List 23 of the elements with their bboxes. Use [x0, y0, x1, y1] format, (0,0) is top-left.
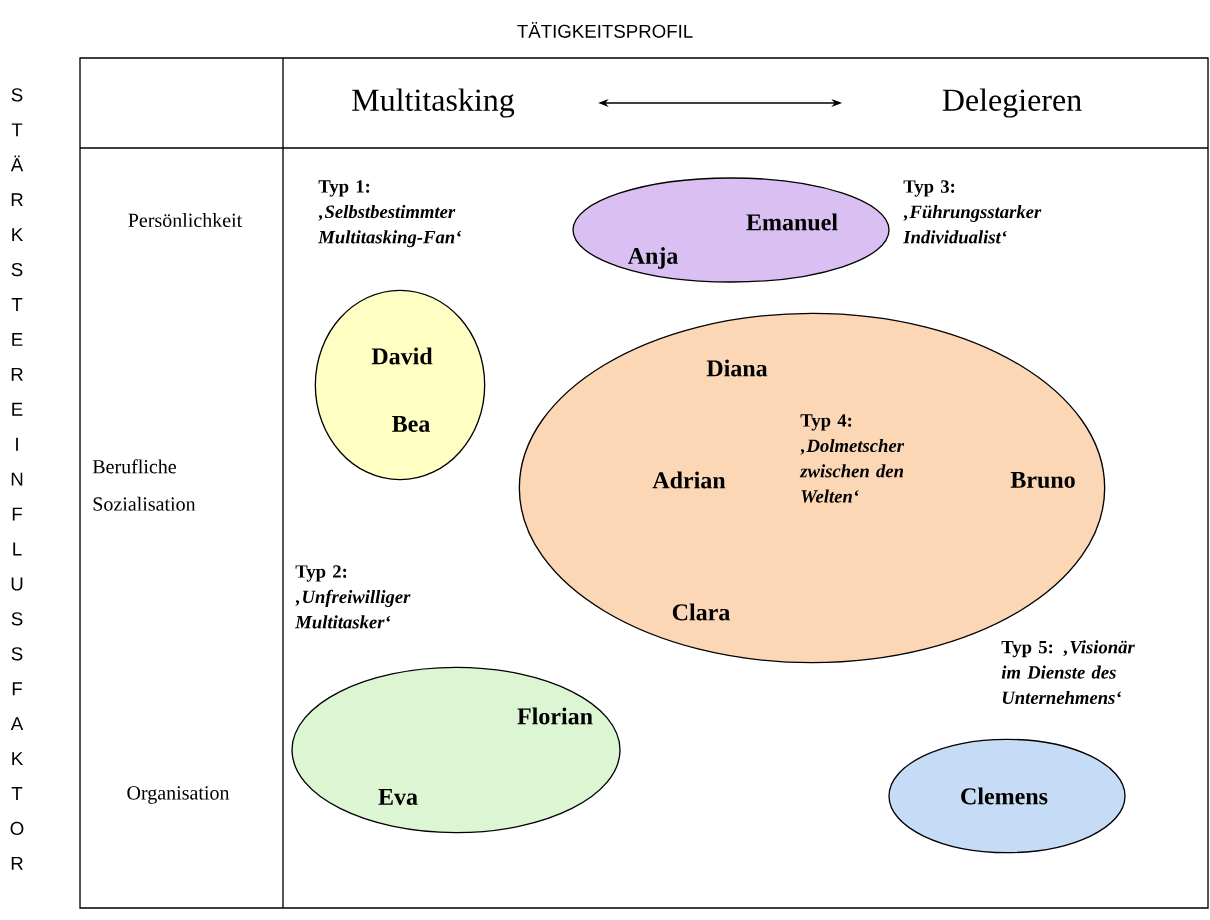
person-name: Emanuel [746, 213, 838, 231]
person-name: Diana [706, 359, 768, 377]
person-name: Eva [378, 789, 418, 805]
type-label: Typ 5: ‚Visionär im Dienste des Unternehmens‘ [1001, 640, 1135, 705]
column-header: Multitasking [352, 88, 515, 118]
type-label: Typ 4: ‚Dolmetscher zwischen den Welten‘ [799, 414, 905, 503]
vertical-axis-title: STÄRKSTER EINFLUSSFAKTOR [10, 88, 24, 870]
row-label: Organisation [127, 786, 230, 804]
row-label: Persönlichkeit [128, 212, 243, 228]
person-name: Bea [392, 416, 430, 432]
type-label: Typ 2: ‚Unfreiwilliger Multitasker‘ [295, 565, 411, 629]
type-label: Typ 1: ‚Selbstbestimmter Multitasking-Fan‘ [318, 180, 461, 248]
title: TÄTIGKEITSPROFIL [517, 22, 693, 38]
person-name: Clemens [961, 787, 1048, 805]
person-name: Bruno [1010, 472, 1075, 488]
person-name: David [371, 347, 433, 365]
person-name: Anja [627, 247, 678, 269]
person-name: Adrian [652, 471, 726, 489]
person-name: Clara [672, 603, 730, 621]
type-label: Typ 3: ‚Führungsstarker Individualist‘ [903, 180, 1042, 244]
column-header: Delegieren [942, 88, 1082, 118]
person-name: Florian [517, 707, 593, 725]
row-label: Berufliche Sozialisation [92, 459, 196, 511]
